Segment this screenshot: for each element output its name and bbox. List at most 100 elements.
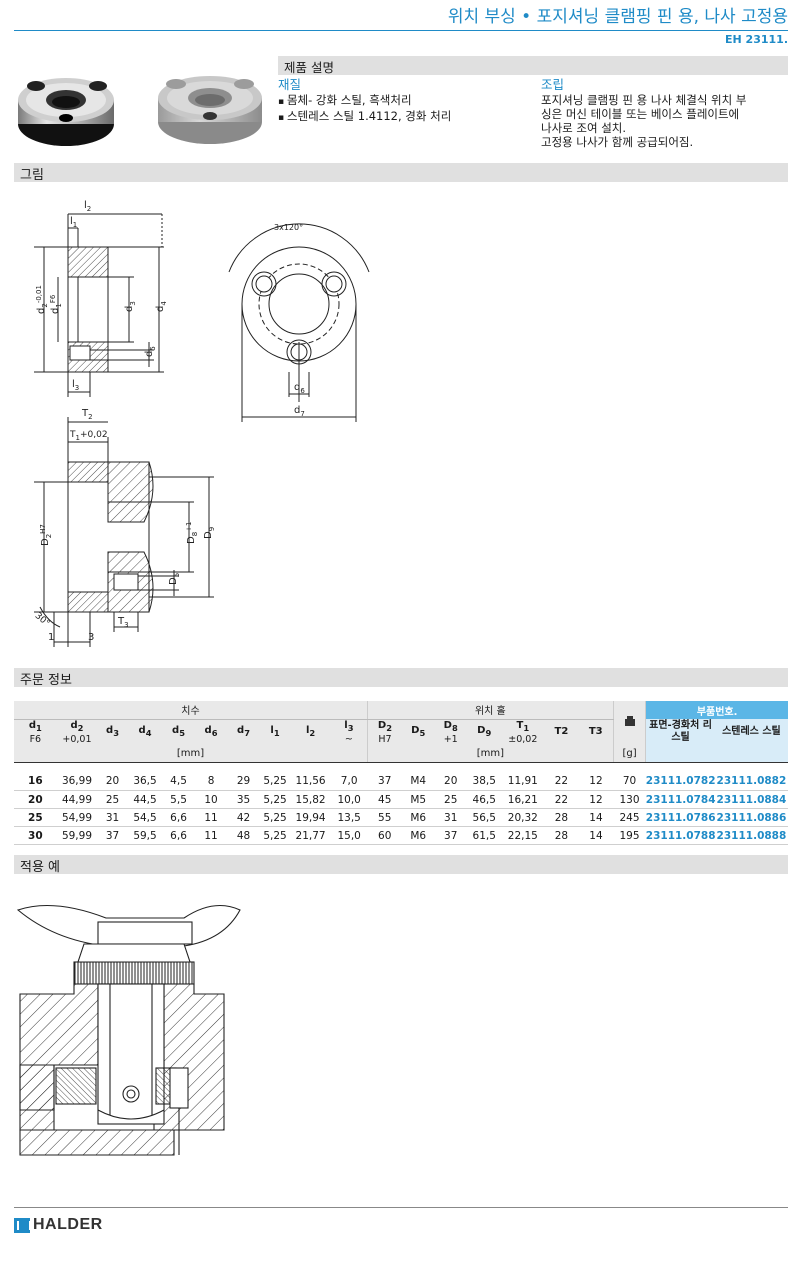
cell: 7,0 [330,772,368,791]
cell: 31 [434,808,467,827]
material-heading: 재질 [278,77,302,92]
assembly-line: 고정용 나사가 함께 공급되어짐. [541,135,694,149]
part-number-link[interactable]: 23111.0886 [714,808,788,827]
cell: 12 [578,790,614,809]
cell: 54,5 [127,808,163,827]
label-d5: d5 [144,346,157,357]
col-header-T1: T1±0,02 [501,719,545,745]
part-number-link[interactable]: 23111.0784 [645,790,716,809]
cell: 70 [613,772,646,791]
label-three: 3 [88,632,94,643]
cell: 44,5 [127,790,163,809]
label-d2: d2-0,01 [35,285,49,314]
technical-drawing: l2 l1 d2-0,01 d1F6 d3 d4 d5 l3 3x120° d6… [14,192,414,652]
cell: 14 [578,808,614,827]
cell: 12 [578,772,614,791]
cell: 37 [434,826,467,845]
cell: 37 [97,826,128,845]
cell: 55 [367,808,402,827]
cell: 36,5 [127,772,163,791]
col-header-l1: l1 [259,719,291,745]
cell: 22 [544,772,579,791]
label-d4: d4 [155,301,168,312]
part-number-link[interactable]: 23111.0884 [714,790,788,809]
table-group-hole: 위치 홀 [366,701,614,720]
unit-part-blank [645,744,788,763]
label-l2: l2 [84,200,91,213]
part-number-link[interactable]: 23111.0786 [645,808,716,827]
cell: 42 [227,808,260,827]
product-photo-image [18,76,262,146]
cell: 30 [14,826,57,845]
table-spacer [14,763,788,773]
label-D8: D8+1 [185,522,199,545]
cell: 11 [194,808,228,827]
cell: 14 [578,826,614,845]
assembly-line: 나사로 조여 설치. [541,121,627,135]
part-number-link[interactable]: 23111.0788 [645,826,716,845]
cell: 35 [227,790,260,809]
cell: 5,25 [259,790,291,809]
col-header-d6: d6 [194,719,228,745]
cell: 4,5 [162,772,195,791]
cell: 28 [544,826,579,845]
product-description: 제품 설명 재질 몸체- 강화 스틸, 흑색처리 스텐레스 스틸 1.4112,… [278,56,788,149]
assembly-heading: 조립 [541,77,565,92]
part-number-link[interactable]: 23111.0782 [645,772,716,791]
cell: 8 [194,772,228,791]
col-header-l3: l3~ [330,719,368,745]
page-title: 위치 부싱 • 포지셔닝 클램핑 핀 용, 나사 고정용 [447,7,788,27]
assembly-line: 포지셔닝 클램핑 핀 용 나사 체결식 위치 부 [541,93,747,107]
cell: 21,77 [290,826,331,845]
cell: M6 [401,808,435,827]
cell: 10 [194,790,228,809]
cell: 38,5 [466,772,502,791]
brand-logo: HALDER [14,1216,103,1234]
application-drawing [14,880,244,1170]
cell: 245 [613,808,646,827]
col-header-d3: d3 [97,719,128,745]
label-chamfer: 30° [33,611,52,629]
col-header-D8: D8+1 [434,719,467,745]
material-item: 몸체- 강화 스틸, 흑색처리 [278,93,541,109]
cell: 46,5 [466,790,502,809]
part-number-link[interactable]: 23111.0888 [714,826,788,845]
cell: 45 [367,790,402,809]
section-example-heading: 적용 예 [14,855,788,875]
table-group-dimensions: 치수 [14,701,368,720]
part-number-link[interactable]: 23111.0882 [714,772,788,791]
cell: 16 [14,772,57,791]
halder-logo-icon [14,1217,31,1233]
application-drawing-svg [16,904,241,1156]
cell: 22,15 [501,826,545,845]
label-D9: D9 [203,527,216,539]
label-one: 1 [48,632,54,643]
cell: 20 [434,772,467,791]
title-divider [14,30,788,31]
description-heading: 제품 설명 [278,56,788,75]
col-header-D9: D9 [466,719,502,745]
technical-drawing-svg: l2 l1 d2-0,01 d1F6 d3 d4 d5 l3 3x120° d6… [33,200,370,647]
cell: 20 [14,790,57,809]
section-order-heading: 주문 정보 [14,668,788,688]
col-header-d4: d4 [127,719,163,745]
label-l1: l1 [70,216,77,229]
cell: 11,56 [290,772,331,791]
cell: 5,25 [259,826,291,845]
label-D2: D2H7 [39,524,53,546]
material-list: 몸체- 강화 스틸, 흑색처리 스텐레스 스틸 1.4112, 경화 처리 [278,93,541,125]
cell: 61,5 [466,826,502,845]
cell: 25 [97,790,128,809]
label-angle: 3x120° [274,223,303,232]
cell: M5 [401,790,435,809]
product-photos [14,56,268,156]
cell: 60 [367,826,402,845]
label-D5: D5 [168,573,181,585]
cell: 5,5 [162,790,195,809]
cell: 195 [613,826,646,845]
cell: 59,99 [56,826,98,845]
label-d1: d1F6 [49,294,63,314]
page-header: 위치 부싱 • 포지셔닝 클램핑 핀 용, 나사 고정용 EH 23111. [14,6,788,46]
cell: M6 [401,826,435,845]
